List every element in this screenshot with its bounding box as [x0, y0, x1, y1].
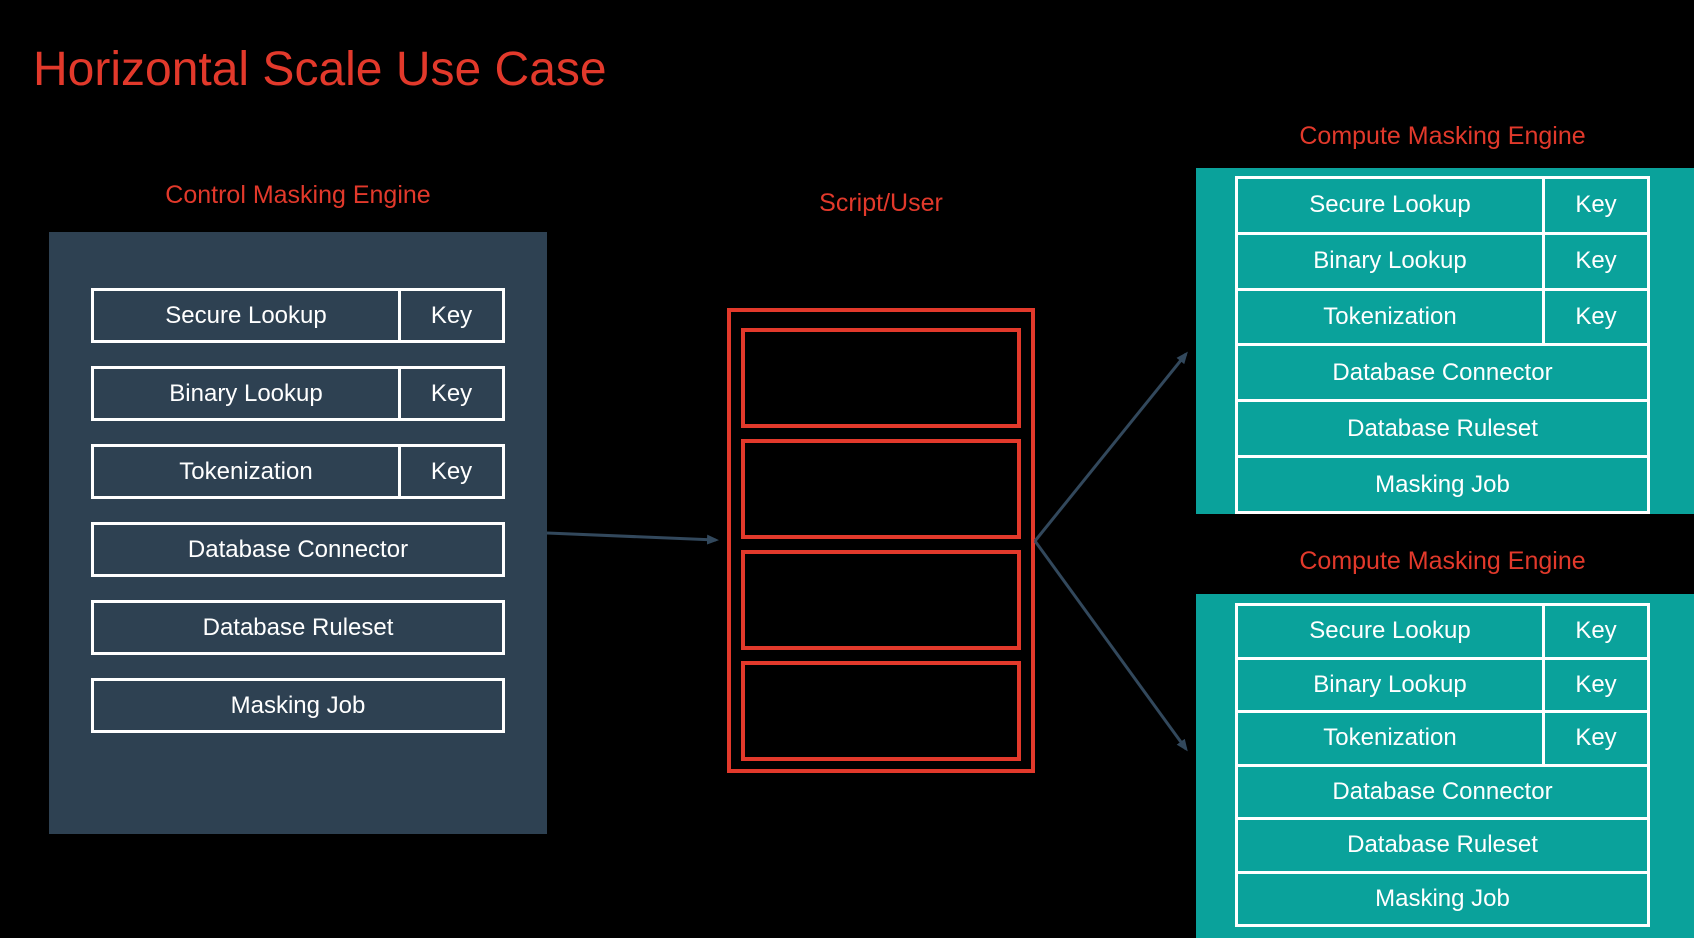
row-key: Key [398, 369, 502, 418]
compute-row-database-ruleset: Database Ruleset [1238, 817, 1647, 871]
row-key: Key [398, 291, 502, 340]
compute-row-database-connector: Database Connector [1238, 763, 1647, 818]
row-name: Masking Job [230, 691, 366, 719]
compute-engine-2-label: Compute Masking Engine [1299, 547, 1586, 575]
script-slot-4 [741, 661, 1021, 761]
row-key: Key [1542, 179, 1647, 232]
row-key: Key [1542, 290, 1647, 344]
row-name: Tokenization [1323, 724, 1457, 752]
row-name: Binary Lookup [169, 379, 323, 407]
compute-row-secure-lookup: Secure Lookup Key [1238, 606, 1647, 657]
row-name: Database Connector [187, 535, 409, 563]
row-key: Key [1542, 659, 1647, 710]
script-slot-2 [741, 439, 1021, 539]
compute-row-masking-job: Masking Job [1238, 455, 1647, 511]
compute-engine-1-box: Secure Lookup Key Binary Lookup Key Toke… [1196, 168, 1694, 514]
compute-row-database-ruleset: Database Ruleset [1238, 399, 1647, 455]
compute-row-secure-lookup: Secure Lookup Key [1238, 179, 1647, 232]
control-engine-label: Control Masking Engine [165, 181, 431, 209]
arrow-control-to-script [546, 531, 719, 545]
control-row-database-connector: Database Connector [91, 522, 505, 577]
arrow-script-to-compute-1 [1033, 351, 1188, 542]
compute-row-database-connector: Database Connector [1238, 343, 1647, 399]
arrow-script-to-compute-2 [1033, 540, 1188, 752]
row-name: Binary Lookup [1313, 670, 1467, 698]
script-user-box [727, 308, 1035, 773]
row-key: Key [1542, 234, 1647, 288]
row-name: Binary Lookup [1313, 247, 1467, 275]
row-key: Key [1542, 713, 1647, 764]
compute-row-tokenization: Tokenization Key [1238, 710, 1647, 764]
row-name: Masking Job [1375, 884, 1510, 912]
row-key: Key [1542, 606, 1647, 657]
row-name: Database Ruleset [1347, 831, 1538, 859]
control-row-database-ruleset: Database Ruleset [91, 600, 505, 655]
compute-row-masking-job: Masking Job [1238, 870, 1647, 925]
compute-row-tokenization: Tokenization Key [1238, 287, 1647, 344]
compute-engine-2-box: Secure Lookup Key Binary Lookup Key Toke… [1196, 594, 1694, 938]
row-name: Database Ruleset [1347, 414, 1538, 442]
row-name: Secure Lookup [1309, 191, 1471, 219]
compute-row-binary-lookup: Binary Lookup Key [1238, 231, 1647, 288]
page-title: Horizontal Scale Use Case [33, 43, 607, 96]
compute-row-binary-lookup: Binary Lookup Key [1238, 656, 1647, 710]
control-row-masking-job: Masking Job [91, 678, 505, 733]
compute-engine-1-label: Compute Masking Engine [1299, 122, 1586, 150]
row-name: Masking Job [1375, 470, 1510, 498]
row-name: Database Connector [1332, 358, 1553, 386]
script-user-label: Script/User [819, 189, 943, 217]
row-name: Tokenization [179, 457, 313, 485]
row-name: Tokenization [1323, 303, 1457, 331]
control-row-secure-lookup: Secure Lookup Key [91, 288, 505, 343]
script-slot-1 [741, 328, 1021, 428]
compute-engine-2-table: Secure Lookup Key Binary Lookup Key Toke… [1235, 603, 1650, 927]
row-name: Secure Lookup [165, 301, 327, 329]
compute-engine-1-table: Secure Lookup Key Binary Lookup Key Toke… [1235, 176, 1650, 514]
control-engine-box: Secure Lookup Key Binary Lookup Key Toke… [49, 232, 547, 834]
row-name: Database Ruleset [202, 613, 394, 641]
row-key: Key [398, 447, 502, 496]
control-row-binary-lookup: Binary Lookup Key [91, 366, 505, 421]
script-slot-3 [741, 550, 1021, 650]
control-row-tokenization: Tokenization Key [91, 444, 505, 499]
row-name: Database Connector [1332, 777, 1553, 805]
row-name: Secure Lookup [1309, 617, 1471, 645]
